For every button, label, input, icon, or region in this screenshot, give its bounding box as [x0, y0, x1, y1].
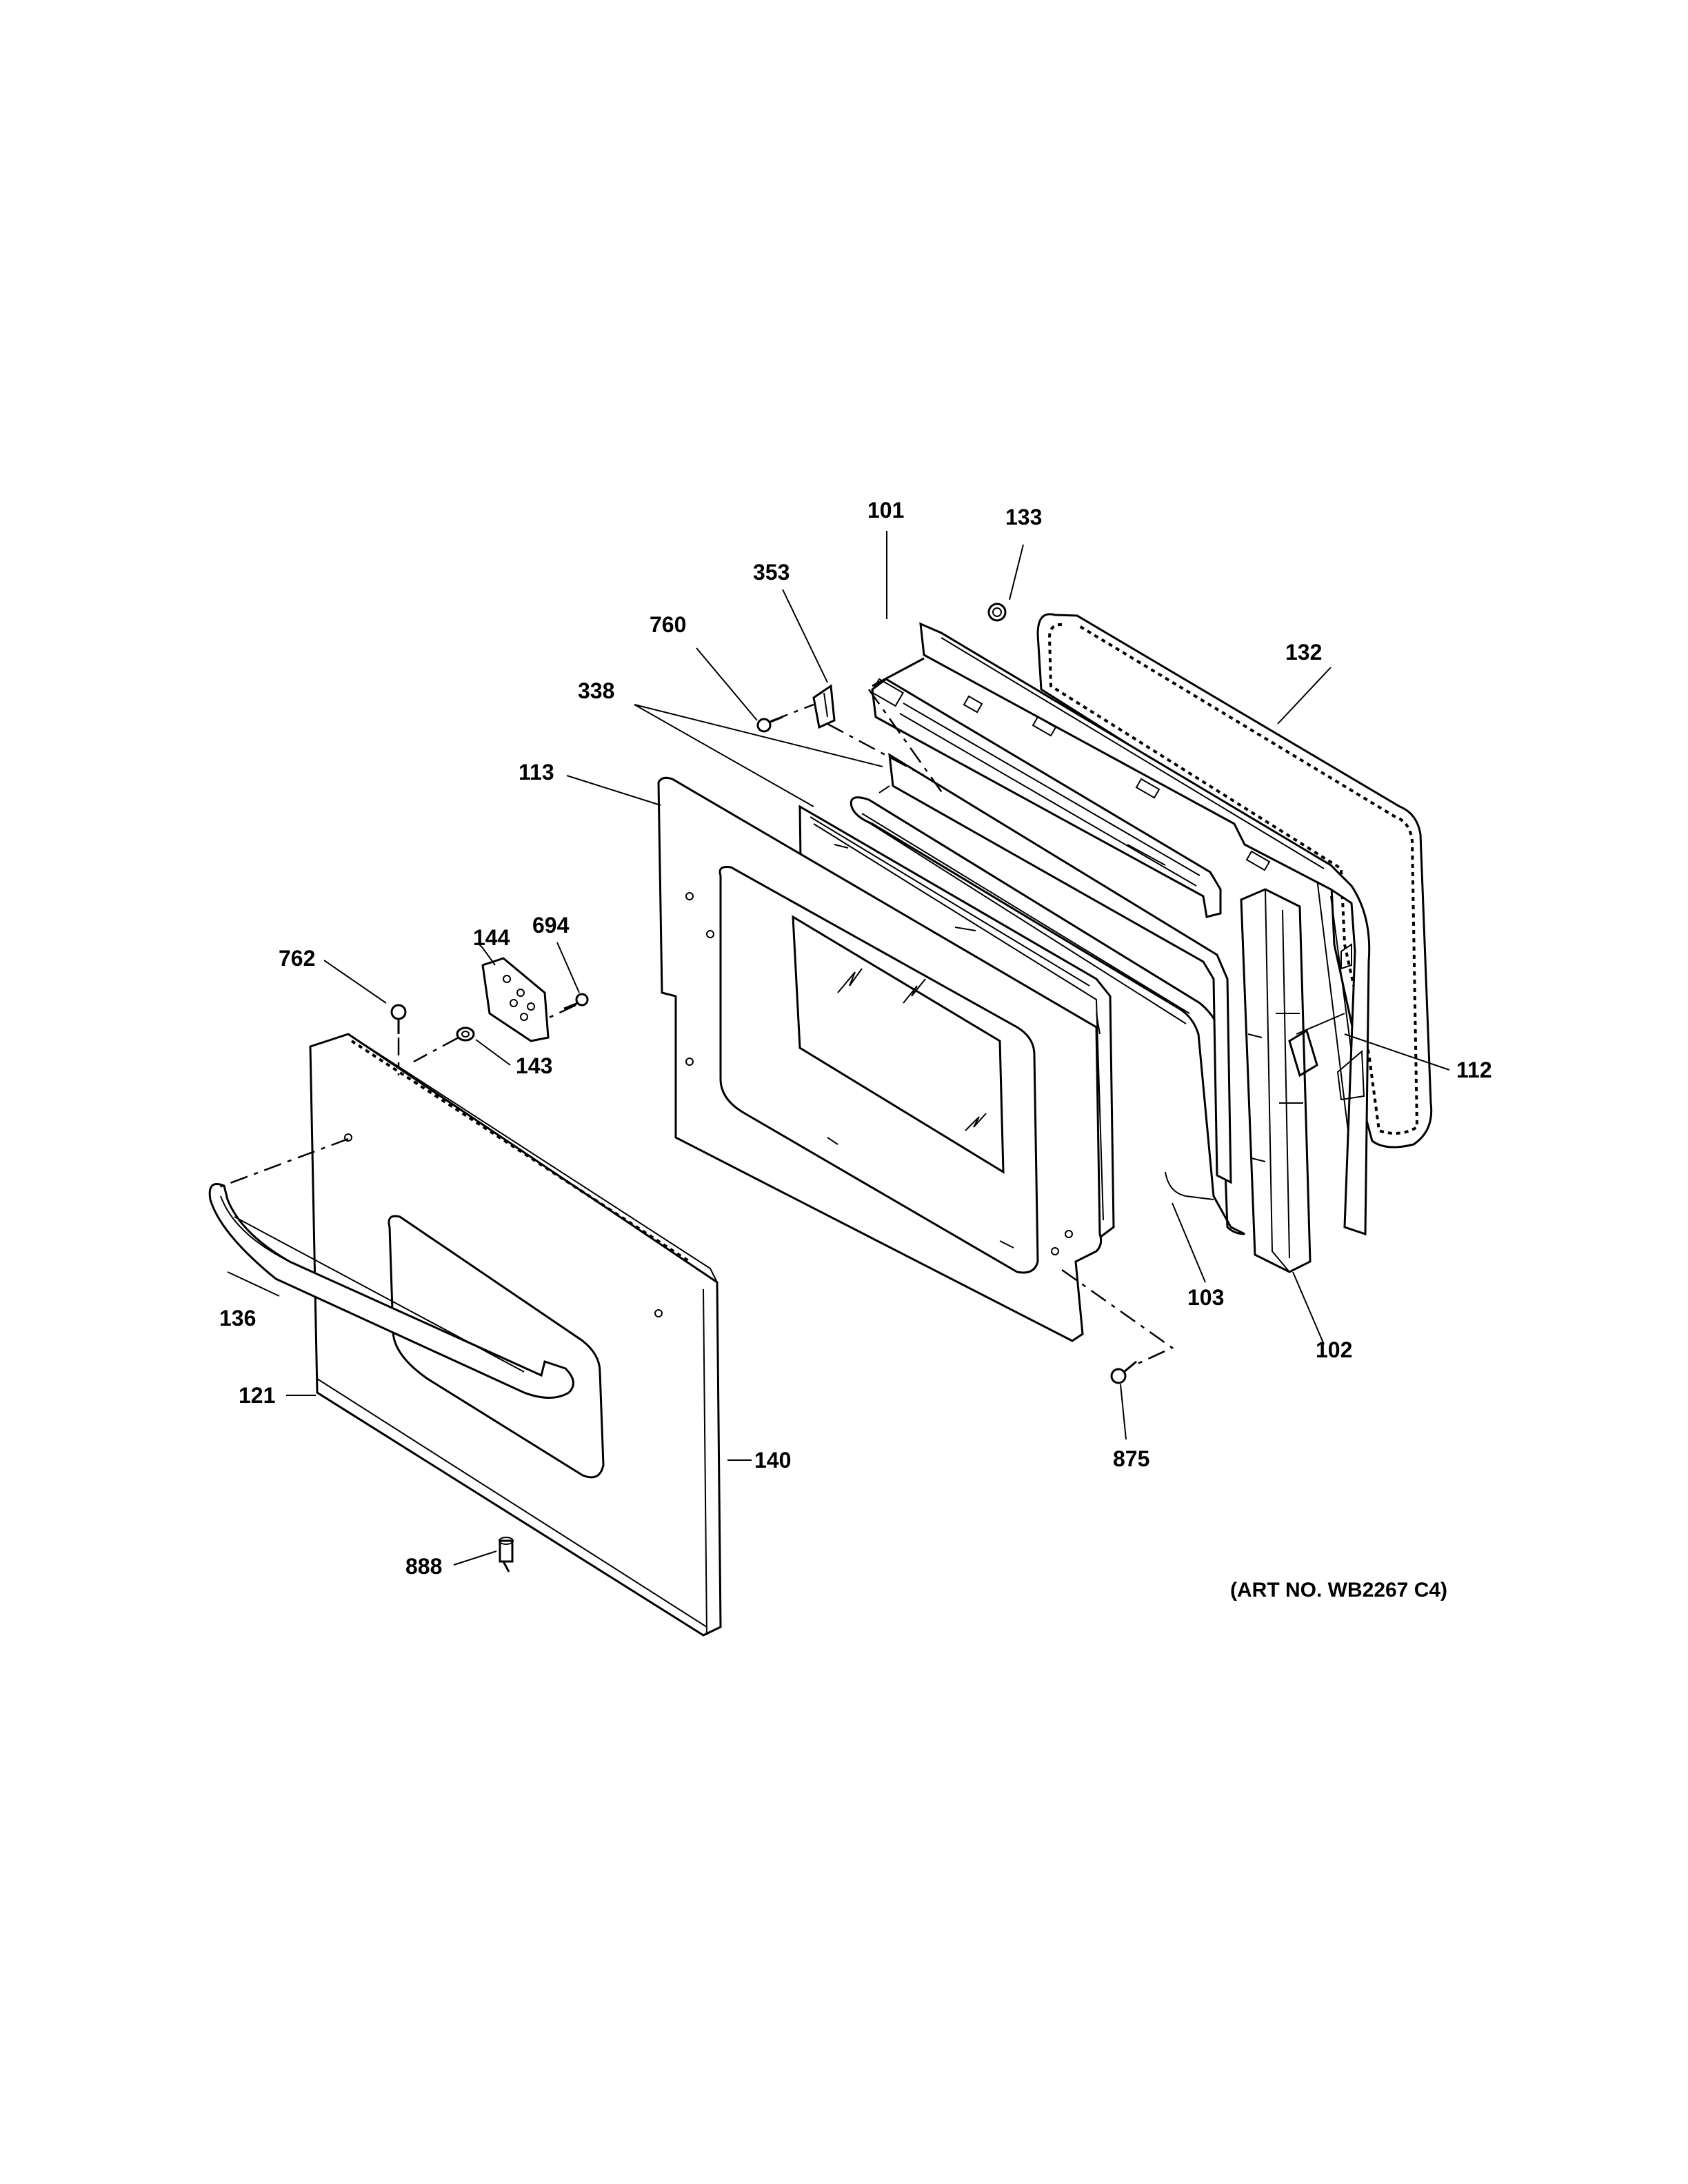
part-label-121: 121 — [239, 1383, 276, 1408]
pin-888 — [499, 1537, 514, 1573]
hinge-bracket-112 — [1288, 1013, 1345, 1078]
screw-762 — [390, 1004, 407, 1034]
side-channel-102 — [1240, 888, 1312, 1273]
part-label-338: 338 — [578, 678, 615, 703]
part-label-875: 875 — [1113, 1446, 1150, 1471]
part-label-140: 140 — [754, 1448, 792, 1473]
part-label-132: 132 — [1285, 640, 1323, 665]
part-label-101: 101 — [867, 498, 905, 523]
part-label-143: 143 — [516, 1053, 553, 1078]
part-label-888: 888 — [405, 1554, 443, 1579]
leader-lines — [227, 531, 1450, 1566]
inner-door-101 — [872, 622, 1371, 1236]
screw-694 — [563, 993, 589, 1010]
insulation-338 — [870, 678, 1222, 918]
part-label-136: 136 — [219, 1306, 257, 1331]
screw-875 — [1110, 1360, 1137, 1384]
art-number: (ART NO. WB2267 C4) — [1230, 1579, 1448, 1601]
part-label-133: 133 — [1005, 505, 1043, 529]
part-label-112: 112 — [1456, 1058, 1492, 1082]
part-label-144: 144 — [473, 925, 510, 950]
part-label-353: 353 — [753, 560, 790, 585]
screw-760 — [756, 716, 783, 733]
part-label-762: 762 — [279, 946, 316, 971]
bracket-353 — [812, 684, 836, 729]
part-label-694: 694 — [532, 913, 570, 938]
washer-143 — [456, 1027, 475, 1042]
outer-door-panel-121 — [309, 1033, 722, 1637]
door-handle-136 — [208, 1183, 574, 1399]
part-label-113: 113 — [519, 760, 554, 785]
part-label-103: 103 — [1187, 1285, 1225, 1310]
inner-panel-113 — [657, 776, 1103, 1342]
hinge-plate-144 — [481, 957, 550, 1042]
glass-pack-103 — [850, 796, 1245, 1235]
plug-133 — [987, 603, 1007, 622]
part-label-760: 760 — [650, 612, 687, 637]
assembly-lines — [213, 689, 1174, 1365]
middle-glass-panel — [878, 753, 1232, 1184]
part-label-102: 102 — [1316, 1337, 1353, 1362]
